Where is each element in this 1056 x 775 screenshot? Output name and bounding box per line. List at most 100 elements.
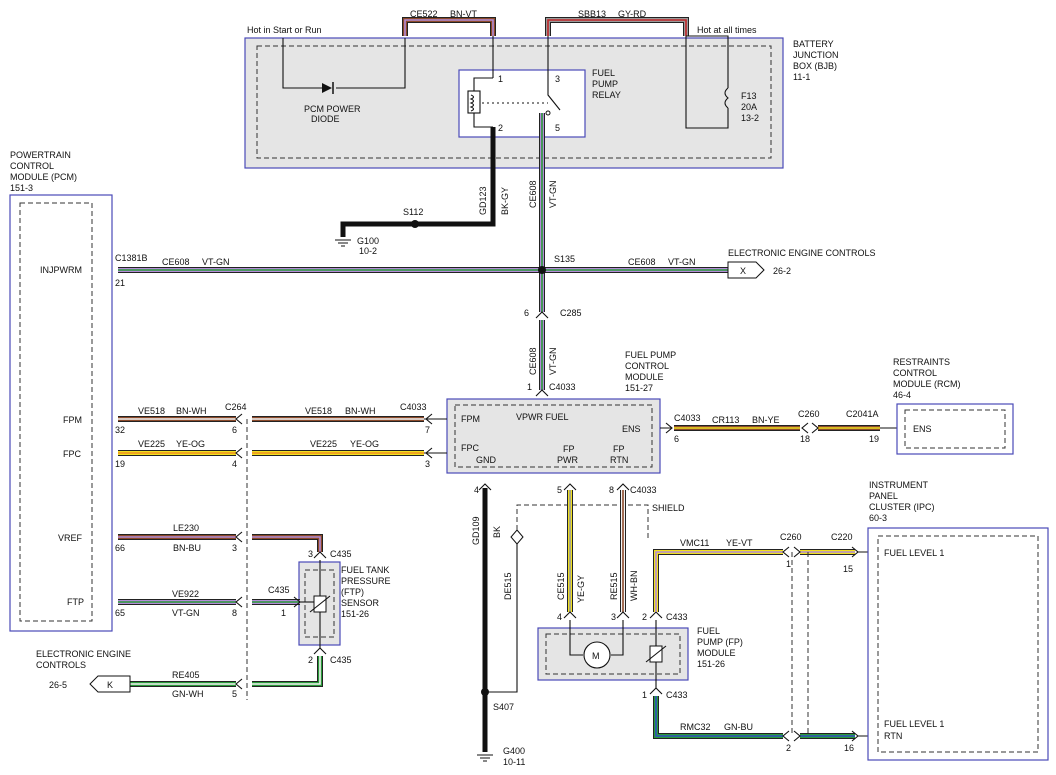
wire-le230-right-stripe [252,536,321,552]
c433b-pin1: 1 [642,690,647,700]
ce608-r-label: CE608 [628,257,656,267]
relay-label-1: FUEL [592,68,615,78]
ce608-r-color: VT-GN [668,257,696,267]
ve225-r-color: YE-OG [350,439,379,449]
hot-all-times: Hot at all times [697,25,757,35]
relay-pin-1: 1 [498,74,503,84]
ipc-pin1: 1 [786,559,791,569]
fpc-pin-4: 4 [232,459,237,469]
g100-2: 10-2 [359,246,377,256]
ens-pin-18: 18 [800,434,810,444]
c433-pin3: 3 [611,612,616,622]
ipc-box [867,527,1049,761]
lower-c4033: C4033 [630,485,657,495]
cr113-label: CR113 [712,415,739,425]
ce515-label: CE515 [556,572,566,600]
ve518-l-label: VE518 [138,406,165,416]
k-connector-icon [89,675,131,693]
ground-icon-2 [477,754,493,762]
c285-label: C285 [560,308,582,318]
fpcm-fpm: FPM [461,414,480,424]
ve518-r-label: VE518 [305,406,332,416]
fpcm-title-3: MODULE [625,372,664,382]
fp-title-1: FUEL [697,626,720,636]
ftp-title-1: FUEL TANK [341,565,389,575]
re405-color: GN-WH [172,689,204,699]
x-connector-icon [727,261,765,279]
sbb13-color: GY-RD [618,9,647,19]
rcm-title-1: RESTRAINTS [893,357,950,367]
fp-title-4: 151-26 [697,659,725,669]
c4033-top-label: C4033 [549,382,576,392]
fpcm-title-2: CONTROL [625,361,669,371]
c435-bot-pin: 2 [308,655,313,665]
ve225-r-label: VE225 [310,439,337,449]
fuse-icon [724,87,729,109]
c1381b-label: C1381B [115,253,148,263]
ipc-title-3: CLUSTER (IPC) [869,502,935,512]
lower-pin-5: 5 [557,485,562,495]
relay-switch-icon [547,78,561,111]
ftp-pin-8: 8 [232,608,237,618]
de515-label: DE515 [503,572,513,600]
vref-pin-3: 3 [232,543,237,553]
gd123-color: BK-GY [500,187,510,215]
c435-mid: C435 [268,585,290,595]
pin-21: 21 [115,278,125,288]
cr113-color: BN-YE [752,415,780,425]
wire-sbb13-stripe [547,19,687,36]
x-page: 26-2 [773,266,791,276]
pcm-pin-injpwrm: INJPWRM [40,265,82,275]
ipc-fuel-level-1: FUEL LEVEL 1 [884,548,944,558]
ce522-label: CE522 [410,9,438,19]
eec2-label-1: ELECTRONIC ENGINE [36,649,131,659]
ce515-color: YE-GY [576,575,586,603]
ground-icon [335,239,351,247]
rcm-title-2: CONTROL [893,368,937,378]
c433b-label: C433 [666,690,688,700]
fp-title-3: MODULE [697,648,736,658]
ce608-vert-color: VT-GN [548,180,558,208]
fpm-pin-7: 7 [425,425,430,435]
fpcm-fp-pwr-1: FP [563,444,575,454]
pcm-title-3: MODULE (PCM) [10,172,77,182]
pcm-diode-1: PCM POWER [304,104,361,114]
ce608-vert-label: CE608 [528,180,538,208]
pcm-pin-ftp: FTP [67,597,84,607]
wire-rmc32-stripe [655,696,783,737]
fpcm-title-4: 151-27 [625,383,653,393]
bjb-title-4: 11-1 [793,72,810,82]
c433-label: C433 [666,612,688,622]
ipc-title-2: PANEL [869,491,898,501]
vmc11-color: YE-VT [726,538,753,548]
fpcm-fp-rtn-1: FP [613,444,625,454]
ipc-c260: C260 [780,532,802,542]
ens-c4033: C4033 [674,413,701,423]
vmc11-label: VMC11 [680,538,709,548]
g400-1: G400 [503,746,525,756]
re515-color: WH-BN [629,571,639,602]
c2041a-label: C2041A [846,409,879,419]
c433-pin4: 4 [557,612,562,622]
wire-de515 [485,540,518,693]
ce608-lower-color: VT-GN [548,347,558,375]
ftp-title-2: PRESSURE [341,576,391,586]
fuse-label-1: F13 [741,91,757,101]
shield-diamond-icon [510,529,524,545]
ce608-lower-label: CE608 [528,347,538,375]
fpcm-vpwr: VPWR FUEL [516,412,569,422]
fpcm-fp-pwr-2: PWR [557,455,578,465]
pump-motor-icon [583,641,611,669]
s407-label: S407 [493,702,514,712]
ipc-pin2: 2 [786,743,791,753]
lower-pin-4: 4 [474,485,479,495]
c4033-pin1: 1 [527,382,532,392]
relay-label-2: PUMP [592,79,618,89]
pcm-pin-fpc: FPC [63,449,82,459]
bjb-title-2: JUNCTION [793,50,839,60]
rcm-box [896,403,1014,455]
c435-top-pin: 3 [308,549,313,559]
ce522-color: BN-VT [450,9,478,19]
re405-label: RE405 [172,670,200,680]
